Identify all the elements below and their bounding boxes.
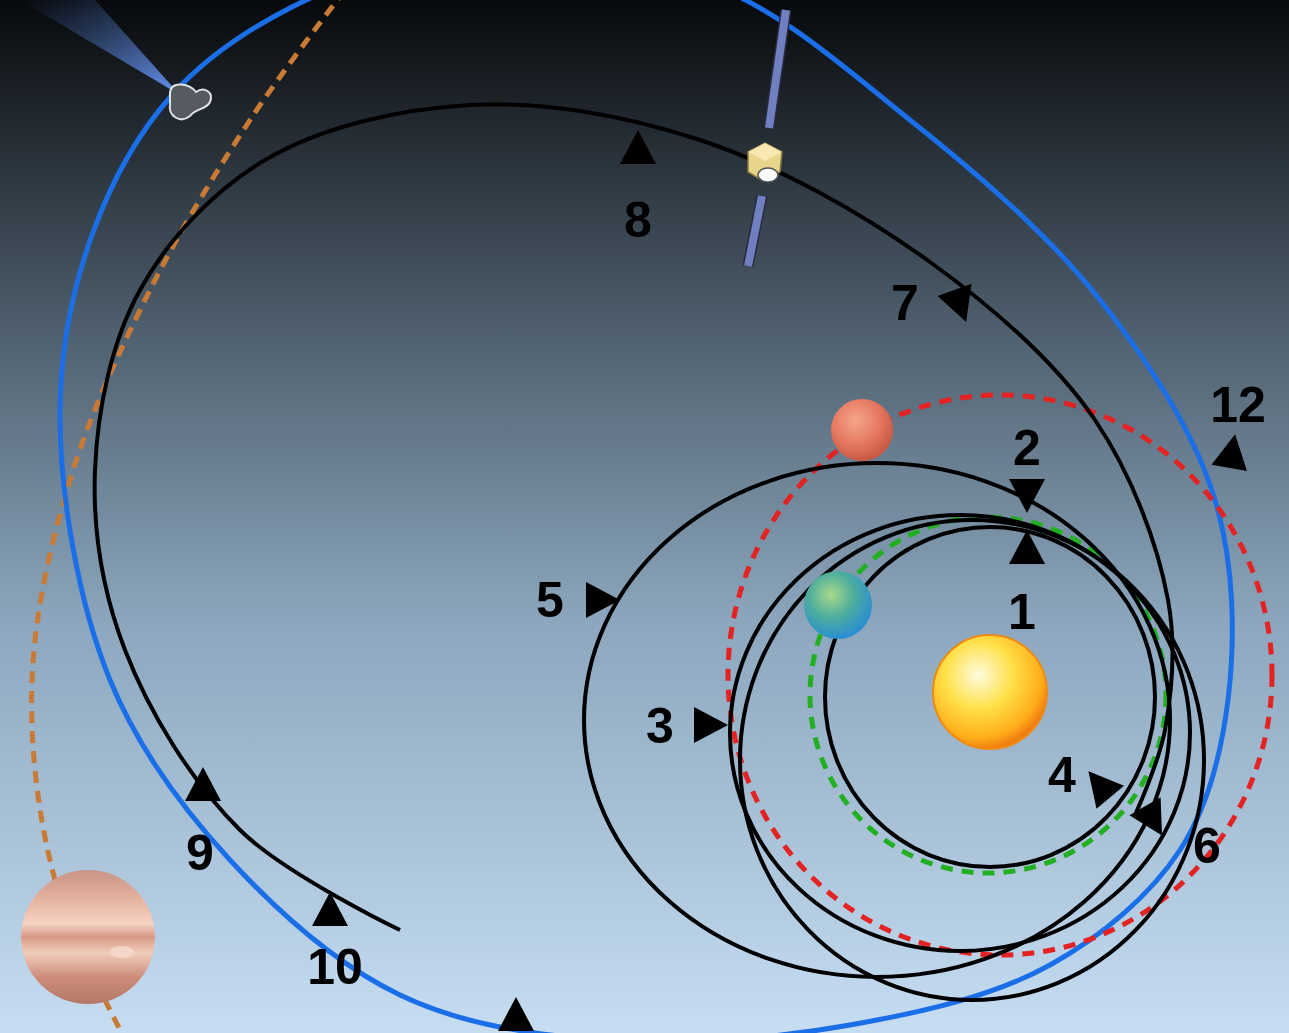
jupiter: [21, 870, 155, 1004]
callout-number: 7: [891, 278, 919, 328]
mars: [831, 399, 893, 461]
earth: [804, 571, 872, 639]
callout-number: 8: [624, 195, 652, 245]
direction-arrow: [1009, 530, 1045, 564]
direction-arrow: [312, 892, 348, 926]
comet-nucleus: [170, 84, 211, 119]
direction-arrow: [185, 767, 221, 801]
callout-number: 4: [1048, 750, 1076, 800]
trajectory-outer: [95, 104, 1173, 930]
direction-arrow: [1009, 479, 1045, 513]
spacecraft: [748, 10, 786, 266]
direction-arrow: [498, 997, 534, 1031]
callout-number: 1: [1008, 587, 1036, 637]
callout-number: 10: [307, 942, 363, 992]
trajectory-loop: [740, 520, 1204, 1000]
callout-number: 6: [1193, 821, 1221, 871]
direction-arrow: [938, 284, 983, 328]
direction-arrow: [620, 130, 656, 164]
callout-number: 12: [1210, 380, 1266, 430]
direction-arrow: [586, 582, 620, 618]
callout-number: 3: [646, 701, 674, 751]
jupiter-spot: [110, 946, 134, 958]
comet-orbit: [60, 0, 1232, 1033]
sun: [933, 635, 1047, 749]
comet-tail: [20, 0, 180, 95]
callout-number: 2: [1013, 423, 1041, 473]
direction-arrow: [1129, 797, 1177, 844]
callout-number: 9: [186, 828, 214, 878]
callout-number: 5: [536, 575, 564, 625]
trajectory-loop: [825, 527, 1155, 867]
direction-arrow: [1075, 760, 1124, 809]
direction-arrow: [1211, 431, 1252, 471]
direction-arrow: [694, 707, 728, 743]
